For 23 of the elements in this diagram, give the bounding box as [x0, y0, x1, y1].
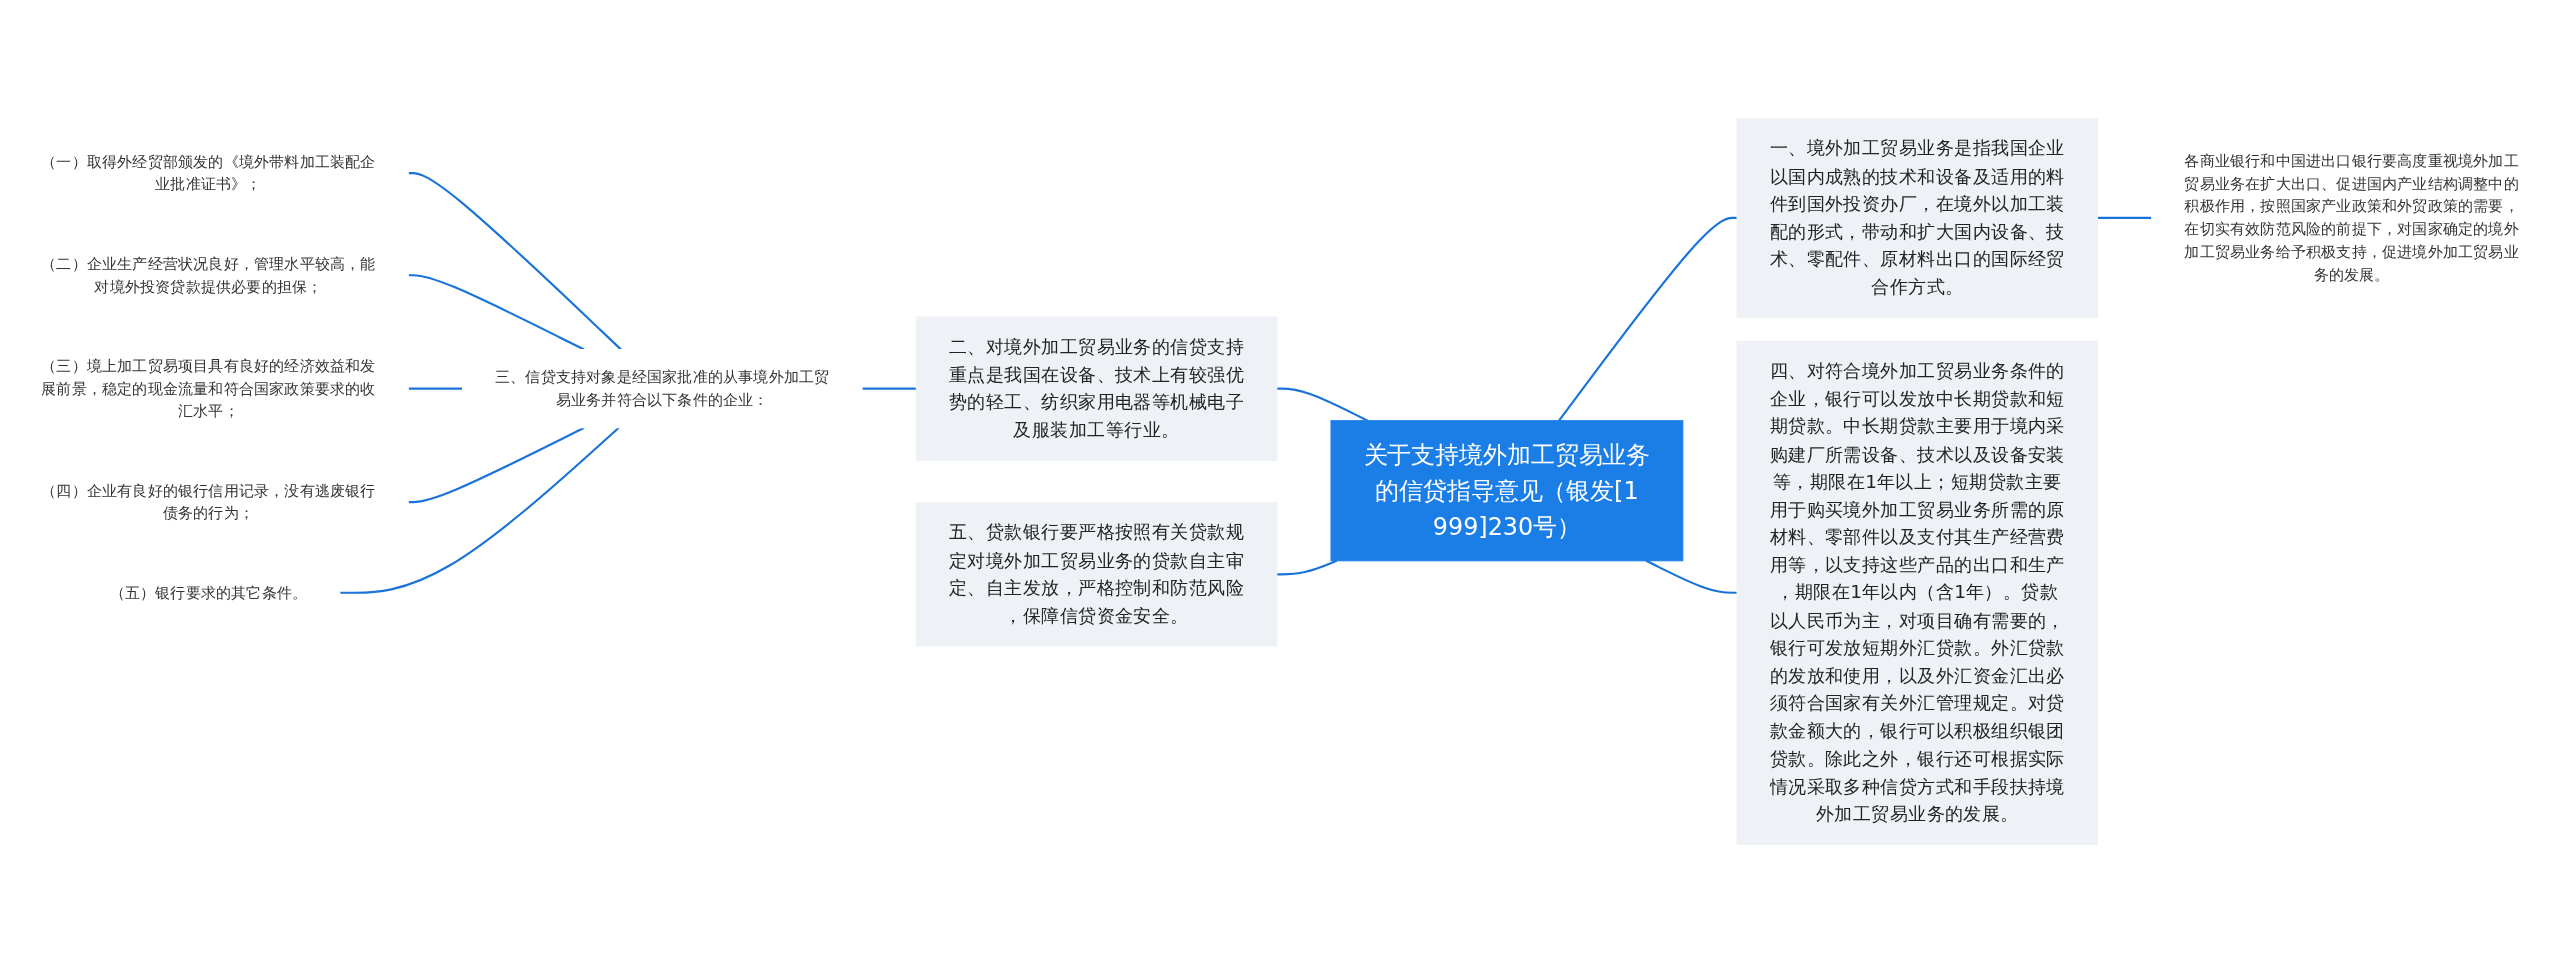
node-box: 关于支持境外加工贸易业务的信贷指导意见（银发[1999]230号）: [1330, 420, 1684, 562]
node-box: 一、境外加工贸易业务是指我国企业以国内成熟的技术和设备及适用的料件到国外投资办厂，在境外以加工装配的形式，带动和扩大国内设备、技术、零配件、原材料出口的国际经贸合作方式。: [1736, 118, 2099, 318]
connector: [1276, 559, 1338, 576]
node-box: 四、对符合境外加工贸易业务条件的企业，银行可以发放中长期贷款和短期贷款。中长期贷款主要用于境内采购建厂所需设备、技术以及设备安装等，期限在1年以上；短期贷款主要用于购买境外加工贸易业务所需的原材料、零部件以及支付其生产经营费用等，以支持这些产品的出口和生产，期限在1年以内（含1年）。贷款以人民币为主，对项目确有需要的，银行可发放短期外汇贷款。外汇贷款的发放和使用，以及外汇资金汇出必须符合国家有关外汇管理规定。对贷款金额大的，银行可以积极组织银团贷款。除此之外，银行还可根据实际情况采取多种信贷方式和手段扶持境外加工贸易业务的发展。: [1736, 340, 2099, 845]
node-box: 二、对境外加工贸易业务的信贷支持重点是我国在设备、技术上有较强优势的轻工、纺织家用电器等机械电子及服装加工等行业。: [915, 316, 1278, 461]
connector: [408, 426, 585, 504]
connector: [408, 274, 585, 351]
connector: [408, 172, 622, 351]
node-text: （四）企业有良好的银行信用记录，没有逃废银行债务的行为；: [41, 481, 376, 522]
node-box: 五、贷款银行要严格按照有关贷款规定对境外加工贸易业务的贷款自主审定、自主发放，严格控制和防范风险，保障信贷资金安全。: [915, 502, 1278, 647]
node-text: （二）企业生产经营状况良好，管理水平较高，能对境外投资贷款提供必要的担保；: [41, 254, 376, 295]
node-text: 三、信贷支持对象是经国家批准的从事境外加工贸易业务并符合以下条件的企业：: [495, 368, 830, 409]
connector: [1558, 216, 1738, 422]
connector: [2097, 216, 2152, 220]
node-text: （一）取得外经贸部颁发的《境外带料加工装配企业批准证书》；: [41, 152, 376, 193]
connector: [1276, 387, 1369, 422]
node-text: （五）银行要求的其它条件。: [109, 583, 308, 601]
connector: [1645, 559, 1738, 594]
node-text: （三）境上加工贸易项目具有良好的经济效益和发展前景，稳定的现金流量和符合国家政策要求的收汇水平；: [41, 356, 376, 420]
connector: [339, 426, 620, 594]
connector: [408, 387, 463, 390]
connector: [862, 387, 917, 390]
node-text: 各商业银行和中国进出口银行要高度重视境外加工贸易业务在扩大出口、促进国内产业结构调整中的积极作用，按照国家产业政策和外贸政策的需要，在切实有效防范风险的前提下，对国家确定的境外加工贸易业务给予积极支持，促进境外加工贸易业务的发展。: [2184, 151, 2519, 284]
